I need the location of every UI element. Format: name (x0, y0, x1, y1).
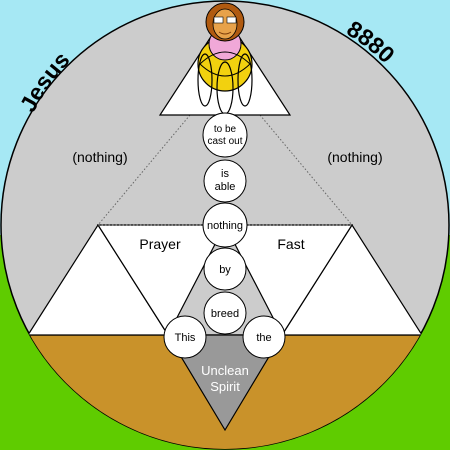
left-guide-line (97, 114, 191, 226)
label-fast: Fast (277, 236, 304, 252)
svg-text:the: the (256, 332, 271, 344)
label-spirit: Spirit (210, 379, 240, 394)
label-prayer: Prayer (139, 236, 181, 252)
face-icon (205, 2, 245, 42)
label-right-nothing: (nothing) (327, 149, 382, 165)
word-circle-3: nothing (202, 202, 248, 248)
disc-scene (1, 223, 449, 449)
unclean-spirit-triangle (166, 334, 284, 432)
right-guide-line (259, 114, 353, 226)
svg-text:cast out: cast out (207, 136, 242, 147)
svg-text:to be: to be (214, 124, 237, 135)
word-circle-1: to be cast out (202, 112, 248, 158)
word-circle-5: breed (203, 291, 247, 335)
svg-text:This: This (175, 332, 196, 344)
svg-text:breed: breed (211, 308, 239, 320)
svg-text:is: is (221, 168, 229, 180)
label-left-nothing: (nothing) (72, 149, 127, 165)
svg-text:able: able (215, 181, 236, 193)
label-unclean: Unclean (201, 363, 249, 378)
word-circle-7: the (242, 315, 286, 359)
svg-text:by: by (219, 264, 231, 276)
word-circle-6: This (163, 315, 207, 359)
word-circle-4: by (203, 247, 247, 291)
word-circle-2: is able (203, 159, 247, 203)
svg-text:nothing: nothing (207, 220, 243, 232)
